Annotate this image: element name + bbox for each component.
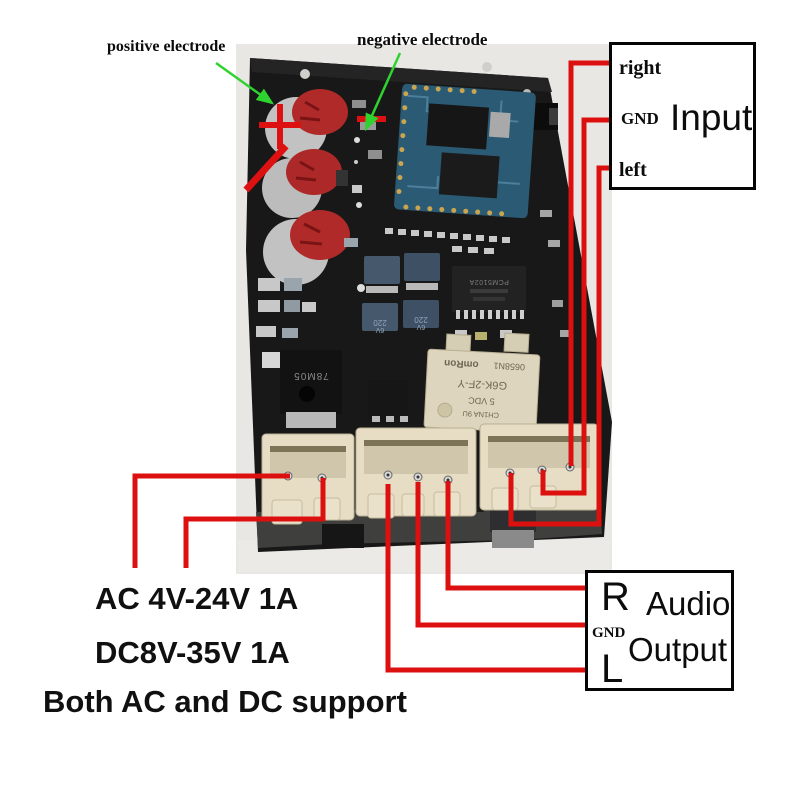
relay-origin: CH1NA 9U xyxy=(462,409,499,420)
bt-crystal xyxy=(488,111,511,139)
sot-package xyxy=(368,380,408,422)
relay-code: 0658N1 xyxy=(493,361,525,373)
input-panel: right GND Input left xyxy=(609,42,756,190)
input-panel-title: Input xyxy=(670,97,753,138)
negative-electrode-label: negative electrode xyxy=(357,30,488,49)
connector-audio-in xyxy=(479,423,599,511)
power-note-dc: DC8V-35V 1A xyxy=(95,635,290,670)
relay-model: G6K-2F-Y xyxy=(457,377,508,392)
smd-capacitors-220: 220 6V 220 6V xyxy=(362,253,440,333)
smd-components xyxy=(256,100,572,369)
negative-arrow xyxy=(364,52,402,132)
positive-electrode-label: positive electrode xyxy=(107,38,226,55)
cap-label: 6V xyxy=(375,326,384,333)
mounting-hole xyxy=(482,62,492,72)
dac-chip: PCM5102A xyxy=(452,266,526,319)
cap-label: 6V xyxy=(416,323,425,330)
bluetooth-module xyxy=(394,83,536,219)
wire-output-l xyxy=(385,484,586,673)
wire-output-gnd xyxy=(415,482,586,628)
output-pin-gnd-label: GND xyxy=(592,625,626,641)
plus-diagonal-stroke xyxy=(243,143,289,193)
power-note-both: Both AC and DC support xyxy=(43,684,407,719)
audio-output-panel: R Audio GND Output L xyxy=(585,570,734,691)
output-pin-l-label: L xyxy=(601,647,624,691)
bt-chip-large xyxy=(426,103,490,150)
relay-brand: omRon xyxy=(444,357,479,370)
regulator-label: 78M05 xyxy=(293,370,329,381)
output-pin-r-label: R xyxy=(601,575,630,619)
dac-label: PCM5102A xyxy=(469,278,509,285)
electrode-arrows xyxy=(215,52,402,132)
voltage-regulator: 78M05 xyxy=(280,350,342,428)
connector-power xyxy=(261,433,355,525)
audio-output-title-top: Audio xyxy=(646,585,731,622)
input-pin-left-label: left xyxy=(619,159,647,181)
wire-output-r xyxy=(445,481,586,591)
wire-input-right xyxy=(568,60,613,466)
wire-input-left xyxy=(508,165,613,527)
cap-label: 220 xyxy=(373,318,387,327)
cap-label: 220 xyxy=(414,315,428,324)
mounting-hole xyxy=(300,69,310,79)
wire-power-1 xyxy=(132,473,290,568)
audio-jack-opening xyxy=(549,108,558,125)
bt-chip-small xyxy=(438,152,500,199)
power-note-ac: AC 4V-24V 1A xyxy=(95,581,299,616)
wire-input-gnd xyxy=(540,117,613,496)
wire-annotations xyxy=(132,60,613,673)
positive-arrow xyxy=(215,61,275,105)
input-pin-gnd-label: GND xyxy=(621,109,659,128)
relay: omRon 0658N1 G6K-2F-Y 5 VDC CH1NA 9U xyxy=(423,332,541,434)
input-pin-right-label: right xyxy=(619,57,662,79)
audio-output-title-bottom: Output xyxy=(628,631,728,668)
relay-rating: 5 VDC xyxy=(467,395,494,406)
wire-power-2 xyxy=(183,478,326,568)
